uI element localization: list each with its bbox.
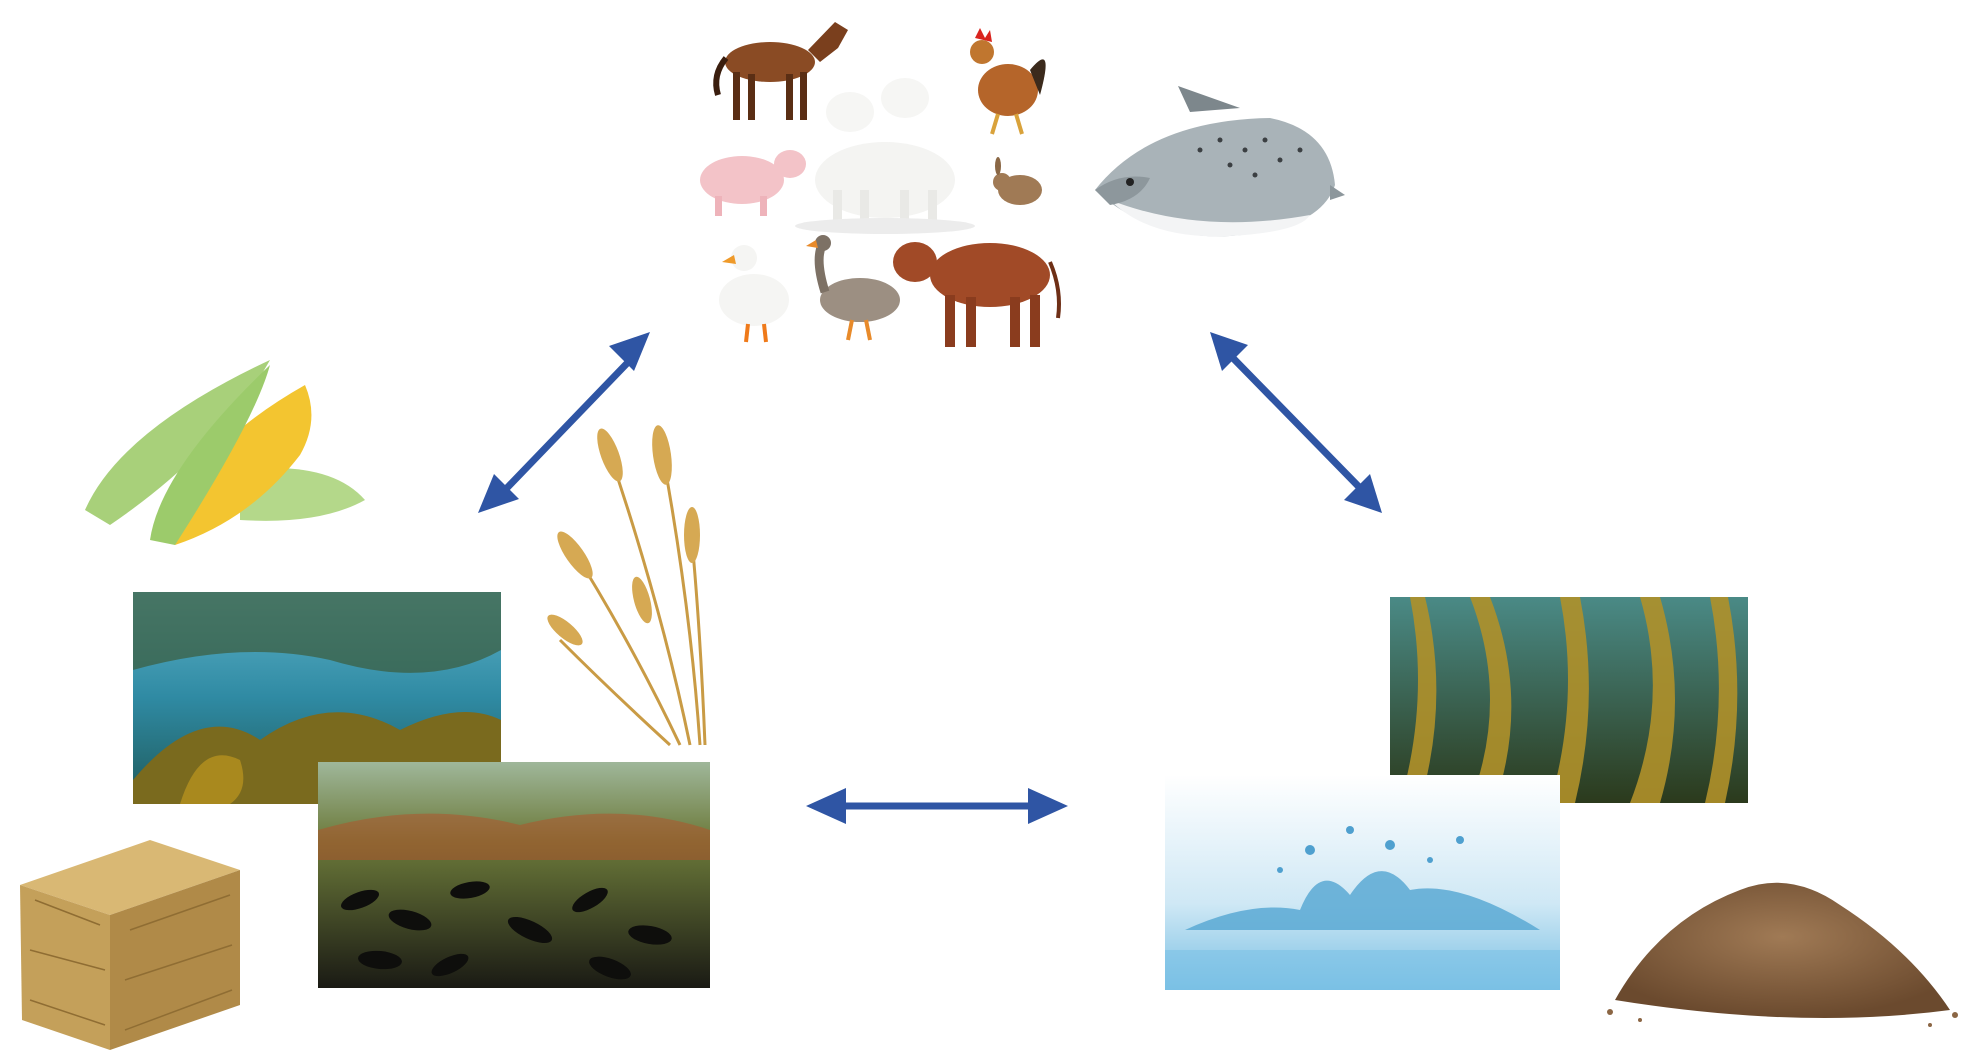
rabbit-icon [993,157,1042,205]
arrow-crops-environment [806,788,1068,824]
soil-pile-icon [1607,882,1958,1027]
kelp-blades [1400,597,1738,803]
salmon-spots [1197,137,1303,178]
wheat-icon [547,425,707,747]
crops-and-marine-group [20,360,710,1050]
kelp-forest-photo [1390,597,1748,803]
mussel-shells [341,881,672,980]
hay-bale-icon [20,840,240,1050]
duck-icon [719,245,789,343]
arrow-fish-environment [1210,332,1382,513]
salmon-icon [1095,86,1345,237]
cycle-arrows [478,332,1382,824]
goose-icon [806,235,900,341]
pig-icon [700,150,806,216]
horse-icon [713,22,848,120]
soil-crumbs [1607,1009,1958,1027]
environment-group [1165,597,1958,1027]
water-splash-icon [1165,775,1560,990]
fish-group [1095,86,1345,237]
goat-kids-icon [795,78,975,234]
hay-strands [29,894,233,1031]
arrow-livestock-crops [478,332,650,513]
livestock-group [700,22,1061,347]
water-droplets [1277,826,1464,873]
corn-icon [85,360,365,545]
mussel-bed-photo [318,762,710,988]
cow-icon [893,242,1061,347]
rooster-icon [970,28,1046,135]
